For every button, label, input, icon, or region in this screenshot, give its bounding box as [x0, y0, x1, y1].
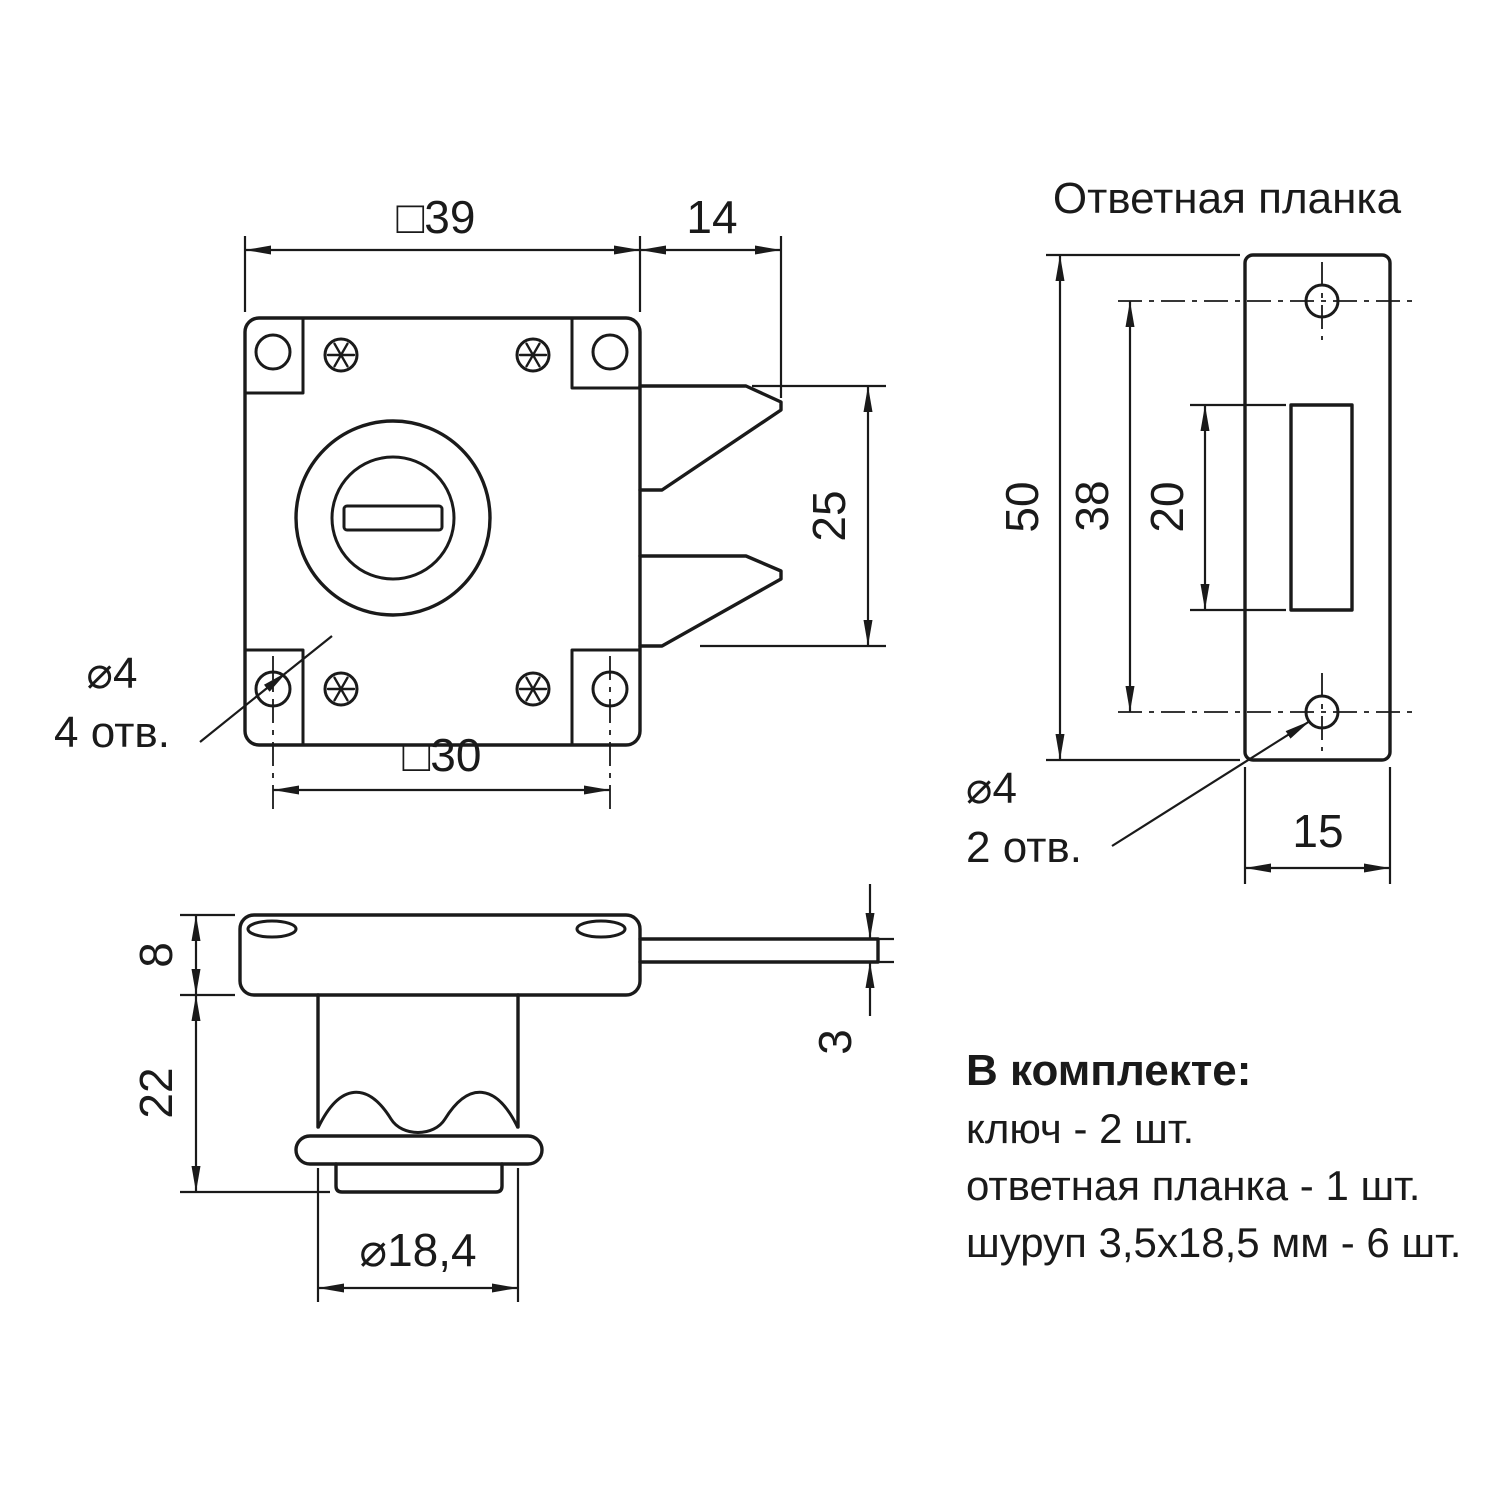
dim-width-label: 15 — [1292, 805, 1343, 857]
strike-plate-title: Ответная планка — [1053, 174, 1402, 223]
hole-note-diameter: ⌀4 — [87, 649, 138, 698]
front-view: □39 14 25 □30 ⌀4 4 отв. — [54, 191, 886, 810]
lock-body-outline — [243, 316, 642, 747]
dim-hole-spacing-label: □30 — [403, 729, 482, 781]
strike-plate-dimensions — [1046, 253, 1392, 884]
hole-leader-line — [1111, 720, 1311, 847]
dim-hole-spacing-label: 38 — [1066, 480, 1118, 531]
screw-hole-side — [575, 919, 627, 939]
hole-note-count: 2 отв. — [966, 823, 1082, 872]
dim-cylinder-diameter-label: ⌀18,4 — [359, 1224, 476, 1276]
kit-item: ответная планка - 1 шт. — [966, 1162, 1420, 1209]
spring-washer — [316, 1090, 520, 1134]
screw-icon — [515, 337, 551, 373]
strike-plate-labels: 50 38 20 15 ⌀4 2 отв. — [966, 480, 1344, 872]
kit-item: ключ - 2 шт. — [966, 1105, 1194, 1152]
kit-contents: В комплекте: ключ - 2 шт. ответная планк… — [966, 1046, 1461, 1266]
side-view-labels: 8 22 3 ⌀18,4 — [130, 942, 861, 1276]
dim-cylinder-length-label: 22 — [130, 1067, 182, 1118]
latch-bar-side — [638, 937, 880, 964]
front-view-labels: □39 14 25 □30 ⌀4 4 отв. — [54, 191, 855, 781]
screw-hole-side — [246, 919, 298, 939]
front-view-dimensions — [199, 236, 886, 810]
dim-slot-height-label: 20 — [1141, 481, 1193, 532]
hole-note-diameter: ⌀4 — [966, 764, 1017, 813]
kit-item: шуруп 3,5х18,5 мм - 6 шт. — [966, 1219, 1461, 1266]
screw-icon — [515, 671, 551, 707]
dim-latch-height-label: 25 — [803, 490, 855, 541]
key-cylinder — [294, 419, 492, 617]
key-slot — [342, 504, 444, 532]
screw-icon — [323, 337, 359, 373]
dim-body-width-label: □39 — [397, 191, 476, 243]
strike-plate-view: Ответная планка 50 — [966, 174, 1415, 884]
screw-heads — [323, 337, 551, 707]
strike-plate-centerlines — [1118, 262, 1415, 751]
kit-title: В комплекте: — [966, 1046, 1251, 1095]
screw-icon — [323, 671, 359, 707]
hole-note-count: 4 отв. — [54, 708, 170, 757]
dim-plate-thickness-label: 8 — [130, 942, 182, 968]
side-view-outline — [238, 913, 880, 1194]
latch-teeth — [638, 384, 783, 648]
flange — [294, 1134, 544, 1166]
side-view-dimensions — [180, 884, 894, 1302]
dim-height-label: 50 — [996, 481, 1048, 532]
dim-latch-thickness-label: 3 — [809, 1029, 861, 1055]
latch-slot — [1289, 403, 1354, 612]
cylinder-bottom — [334, 1162, 504, 1194]
hole-leader-line — [199, 671, 288, 743]
dim-latch-length-label: 14 — [686, 191, 737, 243]
side-view: 8 22 3 ⌀18,4 — [130, 884, 894, 1302]
